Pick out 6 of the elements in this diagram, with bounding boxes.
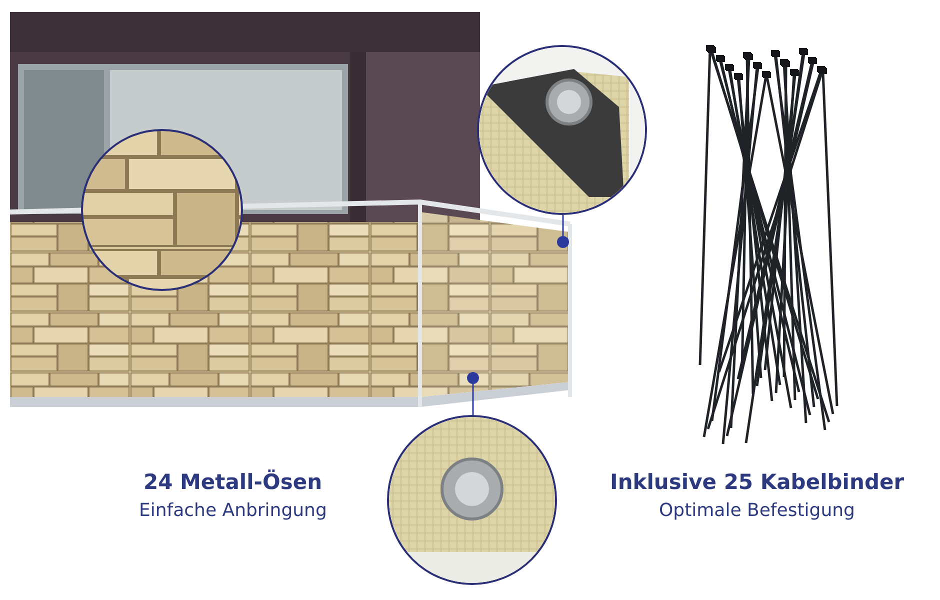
feature-heading: 24 Metall-Ösen bbox=[144, 470, 322, 494]
feature-subheading: Optimale Befestigung bbox=[659, 500, 855, 521]
feature-heading: Inklusive 25 Kabelbinder bbox=[610, 470, 904, 494]
leader-line bbox=[472, 384, 474, 415]
leader-line bbox=[562, 215, 564, 236]
feature-subheading: Einfache Anbringung bbox=[139, 500, 327, 521]
